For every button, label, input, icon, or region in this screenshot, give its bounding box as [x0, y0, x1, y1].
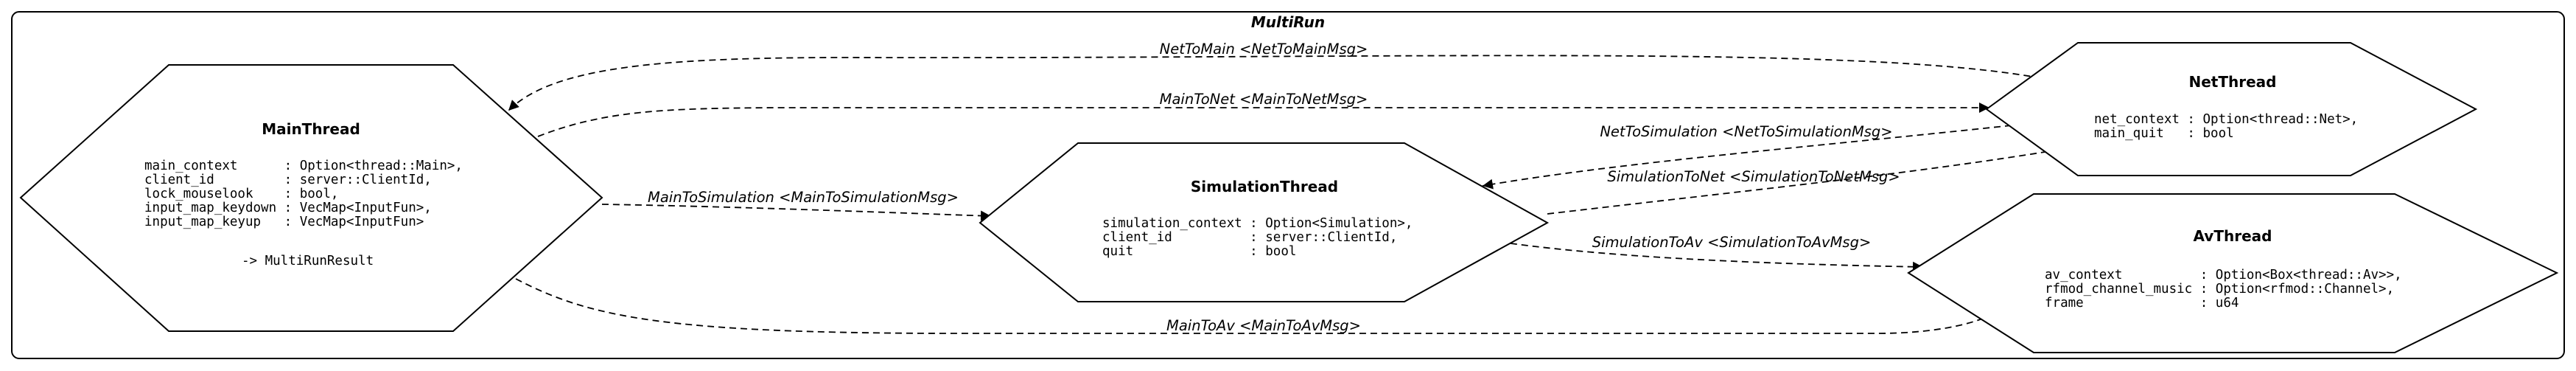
net-thread-hexagon	[1985, 42, 2478, 176]
node-main-thread: MainThread main_context : Option<thread:…	[19, 64, 603, 332]
edge-label-main-to-simulation: MainToSimulation <MainToSimulationMsg>	[648, 189, 959, 206]
main-thread-field: client_id : server::ClientId,	[144, 173, 432, 187]
cluster-border	[11, 11, 2565, 359]
edge-net-to-simulation	[1482, 125, 2012, 190]
node-simulation-thread: SimulationThread simulation_context : Op…	[979, 142, 1550, 302]
edge-simulation-to-net	[1547, 145, 2064, 215]
edge-label-simulation-to-av: SimulationToAv <SimulationToAvMsg>	[1592, 234, 1872, 251]
main-thread-field: input_map_keydown : VecMap<InputFun>,	[144, 201, 432, 215]
multirun-cluster: MultiRun	[11, 11, 2565, 359]
main-thread-return: -> MultiRunResult	[242, 254, 374, 268]
av-thread-hexagon	[1907, 193, 2559, 353]
simulation-thread-field: simulation_context : Option<Simulation>,	[1102, 216, 1413, 231]
simulation-thread-hexagon	[979, 142, 1550, 302]
edge-label-main-to-av: MainToAv <MainToAvMsg>	[1166, 317, 1361, 334]
net-thread-field: main_quit : bool	[2094, 126, 2234, 141]
edges: NetToMain <NetToMainMsg> MainToNet <Main…	[508, 41, 2064, 334]
cluster-title: MultiRun	[1251, 13, 1325, 31]
edge-simulation-to-av	[1510, 243, 1924, 272]
edge-label-main-to-net: MainToNet <MainToNetMsg>	[1160, 91, 1368, 108]
av-thread-field: rfmod_channel_music : Option<rfmod::Chan…	[2045, 282, 2394, 297]
node-av-thread: AvThread av_context : Option<Box<thread:…	[1907, 193, 2559, 353]
edge-label-simulation-to-net: SimulationToNet <SimulationToNetMsg>	[1607, 168, 1900, 185]
simulation-thread-field: client_id : server::ClientId,	[1102, 230, 1397, 245]
edge-main-to-av	[515, 278, 1994, 334]
edge-main-to-simulation	[601, 204, 992, 221]
main-thread-title: MainThread	[262, 120, 360, 138]
av-thread-field: frame : u64	[2045, 296, 2239, 311]
edge-label-net-to-simulation: NetToSimulation <NetToSimulationMsg>	[1600, 123, 1892, 140]
edge-main-to-net	[537, 103, 1989, 137]
simulation-thread-title: SimulationThread	[1191, 178, 1338, 195]
main-thread-field: lock_mouselook : bool,	[144, 187, 338, 201]
simulation-thread-field: quit : bool	[1102, 244, 1296, 259]
main-thread-field: input_map_keyup : VecMap<InputFun>	[144, 215, 424, 229]
node-net-thread: NetThread net_context : Option<thread::N…	[1985, 42, 2478, 176]
edge-label-net-to-main: NetToMain <NetToMainMsg>	[1160, 41, 1368, 58]
av-thread-title: AvThread	[2194, 227, 2272, 245]
av-thread-field: av_context : Option<Box<thread::Av>>,	[2045, 268, 2402, 282]
net-thread-title: NetThread	[2189, 73, 2277, 91]
main-thread-field: main_context : Option<thread::Main>,	[144, 159, 463, 173]
edge-net-to-main	[508, 55, 2042, 111]
main-thread-hexagon	[19, 64, 603, 332]
net-thread-field: net_context : Option<thread::Net>,	[2094, 112, 2358, 127]
